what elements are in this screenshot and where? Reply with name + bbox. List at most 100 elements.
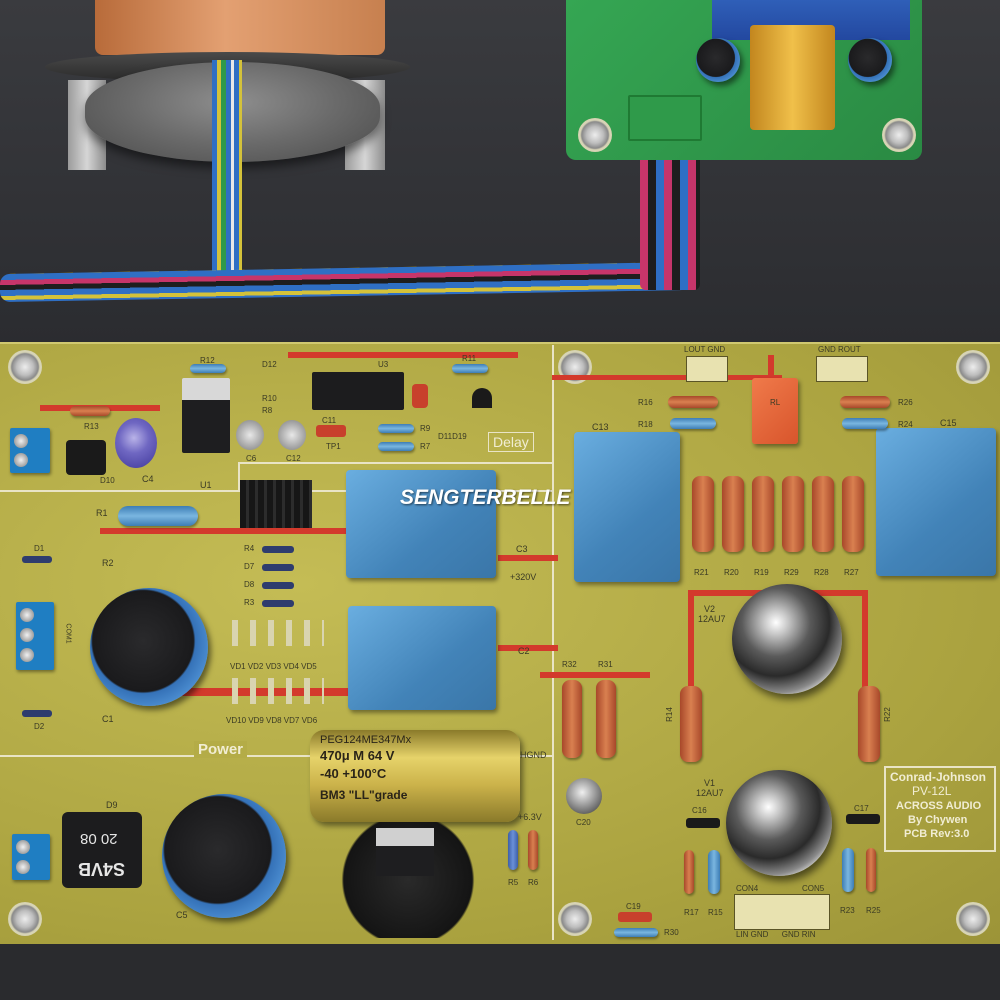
transformer-wires — [212, 60, 242, 290]
label-vd-top: VD1 VD2 VD3 VD4 VD5 — [230, 662, 317, 671]
trace-3 — [498, 555, 558, 561]
label-r21: R21 — [694, 568, 709, 577]
capacitor-c5 — [162, 794, 286, 918]
trace-4 — [498, 645, 558, 651]
divider-power-top — [0, 755, 552, 757]
film-capacitor-c2 — [348, 606, 496, 710]
label-v2: V2 — [704, 604, 716, 614]
trace-1 — [100, 528, 360, 534]
trace-10 — [552, 375, 782, 380]
psu-capacitor-1 — [696, 38, 740, 82]
diode-bank-bottom — [232, 678, 324, 704]
label-r14: R14 — [664, 707, 674, 722]
diode-bank-top — [232, 620, 324, 646]
diode-d2 — [22, 710, 52, 717]
resistor-r16 — [668, 396, 718, 408]
terminal-block-delay — [10, 428, 50, 473]
capacitor-c19 — [618, 912, 652, 922]
label-r1: R1 — [96, 508, 108, 518]
capacitor-c17 — [846, 814, 880, 824]
label-out-left: LOUT GND — [684, 345, 726, 354]
resistor-r9 — [378, 424, 414, 433]
label-con4: CON4 — [736, 884, 759, 893]
wire-to-psu — [640, 140, 700, 290]
brand-watermark: SENGTERBELLE — [400, 486, 571, 509]
mount-hole-top-left — [8, 350, 42, 384]
capacitor-c4 — [115, 418, 157, 468]
label-c15: C15 — [940, 418, 957, 428]
capacitor-c1 — [90, 588, 208, 706]
label-rl: RL — [770, 398, 781, 407]
label-r15: R15 — [708, 908, 723, 917]
trace-8 — [862, 590, 868, 760]
label-r12: R12 — [200, 356, 215, 365]
mount-hole-bottom-mid — [558, 902, 592, 936]
big-cap-line4: BM3 "LL"grade — [320, 788, 408, 802]
label-out-right: GND ROUT — [818, 345, 861, 354]
label-c20: C20 — [576, 818, 591, 827]
label-d10: D10 — [100, 476, 115, 485]
label-r23: R23 — [840, 906, 855, 915]
resistor-r23 — [842, 848, 854, 892]
board-info-line4: By Chywen — [908, 814, 968, 826]
resistor-r20 — [722, 476, 744, 552]
resistor-r31 — [596, 680, 616, 758]
capacitor-c11 — [316, 425, 346, 437]
label-r26: R26 — [898, 398, 913, 407]
resistor-r17 — [684, 850, 694, 894]
diode-r4 — [262, 546, 294, 553]
label-r13: R13 — [84, 422, 99, 431]
board-info-line5: PCB Rev:3.0 — [904, 828, 970, 840]
psu-mount-hole-right — [882, 118, 916, 152]
label-d1: D1 — [34, 544, 45, 553]
inductor-d10 — [66, 440, 106, 475]
label-r27: R27 — [844, 568, 859, 577]
label-r4: R4 — [244, 544, 255, 553]
board-info-line2: PV-12L — [912, 784, 952, 798]
label-r17: R17 — [684, 908, 699, 917]
vacuum-tube-v2 — [732, 584, 842, 694]
resistor-r5 — [508, 830, 518, 870]
label-r5: R5 — [508, 878, 519, 887]
psu-mount-hole-left — [578, 118, 612, 152]
resistor-r22 — [858, 686, 880, 762]
label-r20: R20 — [724, 568, 739, 577]
label-c2: C2 — [518, 646, 530, 656]
divider-vertical — [552, 345, 554, 940]
resistor-r32 — [562, 680, 582, 758]
resistor-r28 — [812, 476, 834, 552]
label-c1: C1 — [102, 714, 114, 724]
section-label-power: Power — [194, 741, 248, 758]
resistor-r12 — [190, 364, 226, 373]
label-r25: R25 — [866, 906, 881, 915]
resistor-r6 — [528, 830, 538, 870]
diode-d8 — [262, 582, 294, 589]
label-u1: U1 — [200, 480, 212, 490]
label-r10: R10 — [262, 394, 277, 403]
label-d2: D2 — [34, 722, 45, 731]
resistor-r18 — [670, 418, 716, 429]
capacitor-c6 — [236, 420, 264, 450]
resistor-r30 — [614, 928, 658, 937]
label-c19: C19 — [626, 902, 641, 911]
resistor-r13 — [70, 406, 110, 416]
label-d7: D7 — [244, 562, 255, 571]
regulator-lower — [376, 828, 434, 876]
mount-hole-bottom-left — [8, 902, 42, 936]
regulator-u1 — [182, 378, 230, 453]
ic-u3 — [312, 372, 404, 410]
mount-hole-bottom-right — [956, 902, 990, 936]
label-r16: R16 — [638, 398, 653, 407]
label-vd-bottom: VD10 VD9 VD8 VD7 VD6 — [226, 716, 318, 725]
label-c12: C12 — [286, 454, 301, 463]
big-cap-line2: 470μ M 64 V — [320, 748, 395, 763]
label-r7: R7 — [420, 442, 431, 451]
label-c11: C11 — [322, 416, 337, 425]
resistor-r27 — [842, 476, 864, 552]
label-r11: R11 — [462, 354, 477, 363]
relay-rl — [752, 378, 798, 444]
divider-inner-top — [238, 462, 552, 464]
psu-regulator-heatsink — [750, 25, 835, 130]
mount-hole-top-right — [956, 350, 990, 384]
label-r9: R9 — [420, 424, 431, 433]
